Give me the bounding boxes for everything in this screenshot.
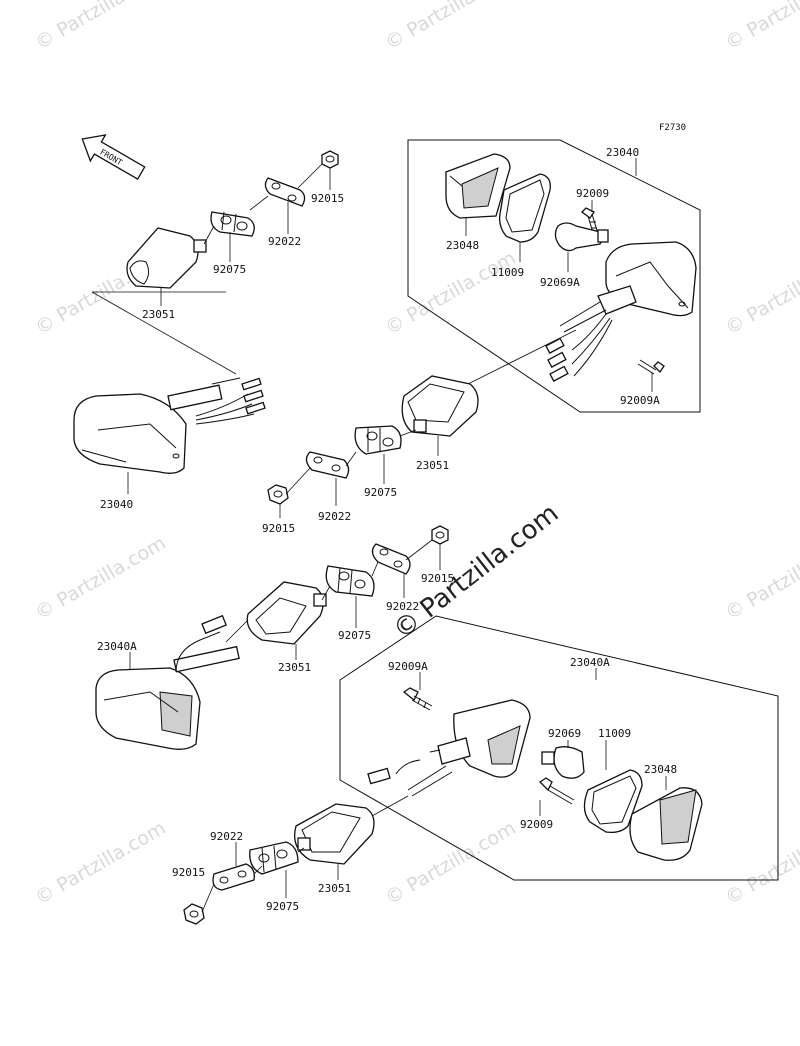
bulb-92069A (554, 222, 609, 252)
part-label: 92069A (540, 276, 580, 289)
watermark: © Partzilla.com (32, 532, 170, 624)
rubber-mount-23051 (246, 581, 327, 645)
assembly-lower-left: 23051 92075 92022 92015 23040A (95, 525, 454, 750)
part-label: 23040A (97, 640, 137, 653)
lens-23048 (629, 787, 703, 861)
part-label: 23051 (318, 882, 351, 895)
part-label: 23048 (446, 239, 479, 252)
part-label: 92022 (210, 830, 243, 843)
washer-plate-92022 (305, 451, 350, 479)
turn-signal-23040-left (73, 377, 266, 474)
watermark-large: © Partzilla.com (388, 498, 565, 645)
turn-signal-23040A-left (95, 614, 240, 750)
watermark: © Partzilla.com (722, 0, 800, 54)
watermark: © Partzilla.com (32, 0, 170, 54)
part-label: 11009 (598, 727, 631, 740)
screw-92009A (637, 359, 665, 375)
watermark: © Partzilla.com (722, 247, 800, 339)
part-label: 23040A (570, 656, 610, 669)
washer-plate-92022 (212, 863, 255, 891)
part-label: 92022 (268, 235, 301, 248)
part-label: 92015 (311, 192, 344, 205)
rubber-mount-23051 (401, 375, 479, 437)
watermark: © Partzilla.com (722, 817, 800, 909)
part-label: 92075 (338, 629, 371, 642)
part-label: 92075 (364, 486, 397, 499)
front-arrow-icon: FRONT (81, 134, 146, 180)
part-label: 23051 (416, 459, 449, 472)
part-label: 92022 (318, 510, 351, 523)
watermark: © Partzilla.com (382, 817, 520, 909)
washer-plate-92022 (371, 543, 411, 575)
screw-92009A (402, 687, 433, 711)
watermark: © Partzilla.com (382, 247, 520, 339)
grommet-92075 (354, 425, 402, 455)
part-label: 23051 (278, 661, 311, 674)
nut-92015 (431, 525, 449, 545)
assembly-23040-box: 23040 (407, 139, 701, 413)
gasket-11009 (498, 173, 551, 243)
bulb-92069 (541, 746, 585, 779)
part-label: 92009A (620, 394, 660, 407)
watermark: © Partzilla.com (382, 0, 520, 54)
rubber-mount-23051 (293, 803, 375, 865)
screw-92009 (581, 207, 599, 237)
screw-92009 (538, 777, 575, 805)
part-label: 92009 (520, 818, 553, 831)
grommet-92075 (210, 211, 255, 237)
nut-92015 (321, 150, 339, 169)
assembly-bottom: 23051 92075 92022 92015 (172, 803, 375, 925)
part-label: 23051 (142, 308, 175, 321)
part-label: 11009 (491, 266, 524, 279)
part-label: 23040 (606, 146, 639, 159)
assembly-23040A-box: 23040A (339, 615, 779, 881)
housing-23040 (545, 241, 697, 382)
grommet-92075 (325, 565, 375, 597)
grommet-92075 (249, 841, 299, 875)
assembly-middle: 23051 92075 92022 92015 (262, 375, 479, 535)
watermark: © Partzilla.com (722, 532, 800, 624)
lens-23048 (445, 153, 511, 219)
part-label: 92009A (388, 660, 428, 673)
rubber-mount-23051 (126, 227, 207, 289)
diagram-code: F2730 (659, 123, 686, 133)
part-label: 92069 (548, 727, 581, 740)
assembly-top-left: 23051 92075 92022 92015 23040 (73, 150, 344, 511)
part-label: 23048 (644, 763, 677, 776)
nut-92015 (183, 903, 205, 925)
exploded-box (407, 139, 701, 413)
exploded-box (339, 615, 779, 881)
part-label: 23040 (100, 498, 133, 511)
washer-plate-92022 (264, 177, 306, 207)
housing-23040A (367, 699, 531, 797)
part-label: 92075 (266, 900, 299, 913)
gasket-11009 (583, 769, 643, 834)
part-label: 92015 (172, 866, 205, 879)
watermark: © Partzilla.com (32, 817, 170, 909)
nut-92015 (267, 484, 289, 505)
part-label: 92015 (421, 572, 454, 585)
part-label: 92009 (576, 187, 609, 200)
part-label: 92075 (213, 263, 246, 276)
part-label: 92015 (262, 522, 295, 535)
part-label: 92022 (386, 600, 419, 613)
